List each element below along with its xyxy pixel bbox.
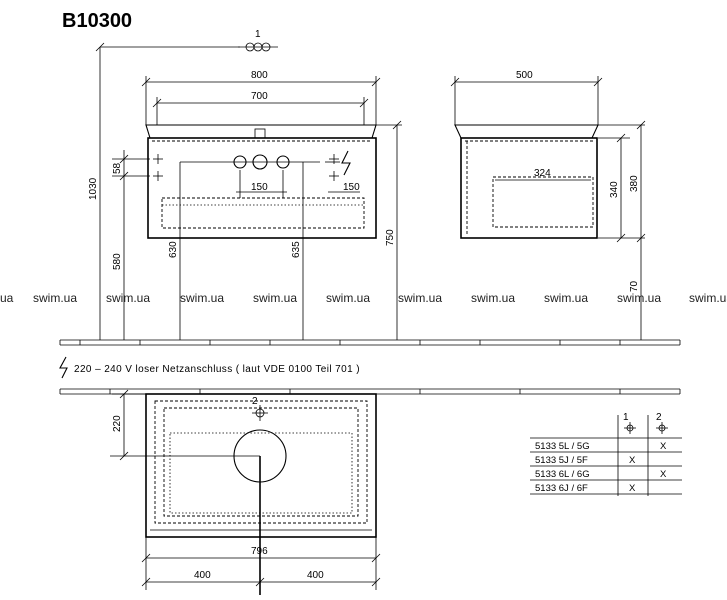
watermark: ua	[0, 291, 14, 305]
dim-58-label: 58	[112, 162, 123, 174]
dim-630-label: 630	[168, 241, 179, 258]
side-countertop	[454, 124, 599, 139]
connection-marker-2-icon	[252, 405, 268, 421]
watermark: swim.ua	[326, 291, 370, 305]
drawer-outline	[161, 197, 365, 229]
floor-band	[59, 339, 681, 346]
table-cell-col1: X	[629, 455, 636, 466]
watermark: swim.ua	[106, 291, 150, 305]
table-header-icon-2	[656, 422, 668, 434]
dim-800-label: 800	[251, 70, 268, 81]
front-view: 1 800 700	[88, 29, 402, 340]
dim-220-label: 220	[112, 415, 123, 432]
connection-left-icon	[233, 155, 247, 169]
table-cell-col2: X	[660, 441, 667, 452]
table-row: 5133 6J / 6F X	[535, 483, 636, 494]
dim-700-label: 700	[251, 91, 268, 102]
side-drawer-outline	[492, 176, 594, 228]
dim-340-label: 340	[609, 181, 620, 198]
plan-outline	[145, 393, 377, 538]
side-view: 500 324 340 380 70	[450, 70, 646, 340]
dim-400-right-label: 400	[307, 570, 324, 581]
variant-table: 1 2 5133 5L / 5G X 5133 5J / 5F X	[530, 412, 682, 496]
table-cell-col2: X	[660, 469, 667, 480]
table-cell-col1: X	[629, 483, 636, 494]
dim-324-label: 324	[534, 168, 551, 179]
electrical-note-lightning-icon	[59, 356, 68, 379]
dim-750-label: 750	[385, 229, 396, 246]
table-header-2: 2	[656, 412, 662, 423]
marker-2-label: 2	[252, 396, 258, 407]
electrical-note: 220 – 240 V loser Netzanschluss ( laut V…	[74, 364, 360, 375]
plan-inner-frame	[154, 400, 368, 524]
table-row: 5133 5L / 5G X	[535, 441, 667, 452]
electrical-lightning-icon	[341, 150, 351, 176]
dim-635-label: 635	[291, 241, 302, 258]
dim-1030-label: 1030	[88, 177, 99, 200]
watermark-row: ua swim.ua swim.ua swim.ua swim.ua swim.…	[0, 291, 727, 305]
plan-view: 2 220 796 400 400	[59, 388, 681, 595]
watermark: swim.ua	[617, 291, 661, 305]
watermark: swim.ua	[689, 291, 727, 305]
drain-stub	[254, 128, 266, 139]
marker-1-label: 1	[255, 29, 261, 40]
dim-380-label: 380	[629, 175, 640, 192]
connection-right-icon	[276, 155, 290, 169]
dim-150-left-label: 150	[251, 182, 268, 193]
dim-796-label: 796	[251, 546, 268, 557]
dim-580-label: 580	[112, 253, 123, 270]
cabinet-body	[147, 137, 377, 239]
dim-500-label: 500	[516, 70, 533, 81]
watermark: swim.ua	[253, 291, 297, 305]
connection-center-icon	[252, 154, 268, 170]
table-cell-code: 5133 5L / 5G	[535, 441, 590, 452]
table-cell-code: 5133 5J / 5F	[535, 455, 588, 466]
table-header-1: 1	[623, 412, 629, 423]
watermark: swim.ua	[398, 291, 442, 305]
mounting-point-markers	[153, 154, 339, 181]
dim-150-right-label: 150	[343, 182, 360, 193]
watermark: swim.ua	[33, 291, 77, 305]
table-cell-code: 5133 6J / 6F	[535, 483, 588, 494]
watermark: swim.ua	[180, 291, 224, 305]
watermark: swim.ua	[471, 291, 515, 305]
dim-400-left-label: 400	[194, 570, 211, 581]
side-cabinet-body	[460, 137, 598, 239]
table-header-icon-1	[624, 422, 636, 434]
table-row: 5133 6L / 6G X	[535, 469, 667, 480]
table-cell-code: 5133 6L / 6G	[535, 469, 590, 480]
connection-marker-1-icon	[238, 42, 278, 52]
countertop	[145, 124, 377, 139]
product-title: B10300	[62, 10, 132, 32]
dim-70-label: 70	[629, 280, 640, 292]
table-row: 5133 5J / 5F X	[535, 455, 636, 466]
watermark: swim.ua	[544, 291, 588, 305]
